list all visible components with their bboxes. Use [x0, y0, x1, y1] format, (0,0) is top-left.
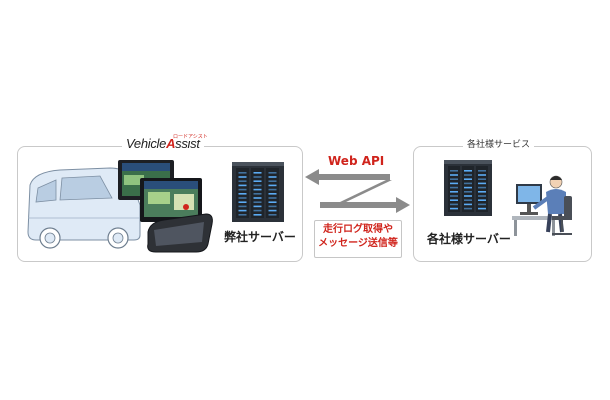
partner-server-label: 各社様サーバー [427, 232, 511, 246]
server-led [464, 195, 472, 197]
server-led [238, 205, 247, 208]
server-led [238, 201, 247, 203]
server-led [268, 176, 277, 178]
callout-line-2: メッセージ送信等 [318, 238, 398, 249]
server-led [238, 176, 247, 178]
server-led [450, 178, 458, 180]
server-led [450, 207, 458, 210]
server-led [450, 191, 458, 193]
server-led [464, 203, 472, 206]
server-led [268, 209, 277, 212]
partner-services-label: 各社様サービス [463, 138, 535, 152]
api-functions-callout [314, 220, 402, 258]
server-led [253, 209, 262, 212]
server-rack-icon [444, 160, 492, 216]
server-led [478, 199, 486, 201]
logo-prefix: Vehicle [126, 136, 167, 151]
server-led [238, 184, 247, 187]
our-server-label: 弊社サーバー [224, 230, 296, 244]
server-led [268, 201, 277, 203]
server-led [478, 207, 486, 210]
server-led [253, 180, 262, 182]
server-led [464, 199, 472, 201]
server-led [238, 193, 247, 195]
server-led [464, 178, 472, 180]
server-led [238, 197, 247, 199]
server-led [238, 209, 247, 212]
server-led [253, 188, 262, 191]
server-led [450, 195, 458, 197]
server-led [238, 180, 247, 182]
server-led [464, 207, 472, 210]
server-led [478, 182, 486, 185]
server-led [464, 182, 472, 185]
server-led [450, 203, 458, 206]
server-led [253, 201, 262, 203]
server-led [238, 188, 247, 191]
api-exchange-arrow [305, 169, 410, 213]
logo-accent: A [166, 136, 176, 151]
server-led [464, 191, 472, 193]
server-led [253, 193, 262, 195]
server-led [268, 197, 277, 199]
server-rack-icon [232, 162, 284, 222]
server-led [253, 205, 262, 208]
server-led [450, 170, 458, 172]
server-led [268, 214, 277, 216]
server-led [253, 176, 262, 178]
server-led [268, 180, 277, 182]
server-led [478, 203, 486, 206]
web-api-label: Web API [328, 154, 385, 168]
logo-subtitle: ロードアシスト [173, 134, 208, 140]
server-led [253, 184, 262, 187]
server-led [464, 186, 472, 189]
server-led [478, 195, 486, 197]
server-led [268, 188, 277, 191]
office-worker-icon [512, 175, 572, 236]
server-led [464, 174, 472, 176]
callout-line-1: 走行ログ取得や [323, 224, 393, 235]
server-led [478, 178, 486, 180]
server-led [450, 199, 458, 201]
server-led [268, 205, 277, 208]
api-functions-text: 走行ログ取得や メッセージ送信等 [314, 223, 402, 251]
server-led [253, 214, 262, 216]
server-led [478, 191, 486, 193]
server-led [268, 193, 277, 195]
navigation-device-icon [118, 160, 202, 222]
server-led [464, 170, 472, 172]
server-led [450, 182, 458, 185]
server-led [238, 214, 247, 216]
server-led [238, 172, 247, 174]
server-led [478, 174, 486, 176]
server-led [478, 186, 486, 189]
server-led [253, 172, 262, 174]
server-led [450, 186, 458, 189]
server-led [268, 172, 277, 174]
server-led [478, 170, 486, 172]
server-led [268, 184, 277, 187]
van-icon [27, 167, 141, 249]
server-led [253, 197, 262, 199]
mirror-device-icon [147, 213, 213, 253]
server-led [450, 174, 458, 176]
